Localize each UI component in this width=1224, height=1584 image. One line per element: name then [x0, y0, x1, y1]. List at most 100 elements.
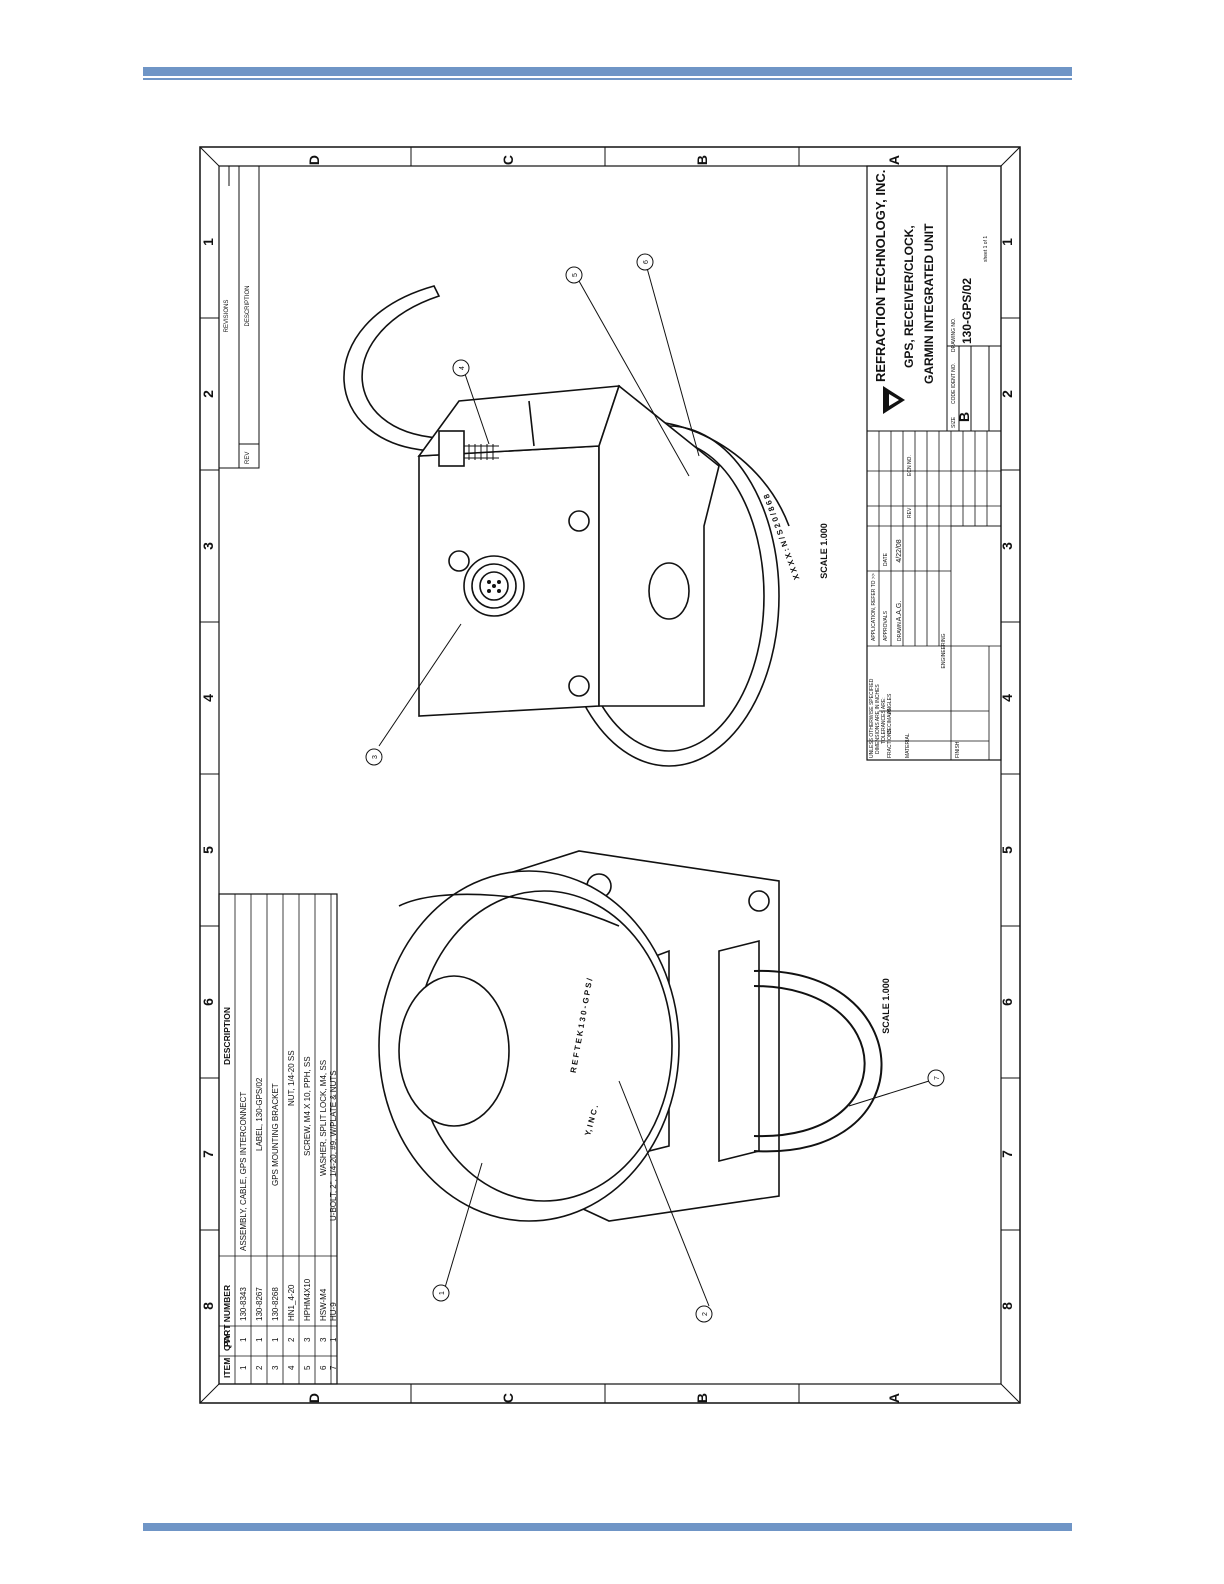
footer-rule	[143, 1523, 1072, 1531]
drawn-label: DRAWN	[897, 622, 903, 641]
decimals-label: DECIMALS	[887, 708, 893, 734]
size-label: SIZE	[951, 416, 957, 428]
leader-lines	[378, 267, 930, 1307]
zone-col-left-2: 2	[200, 390, 216, 398]
parts-header-qty: QTY	[222, 1333, 232, 1351]
zone-row-bottom-c: C	[500, 1393, 516, 1403]
company-name: REFRACTION TECHNOLOGY, INC.	[873, 170, 888, 382]
zone-col-right-4: 4	[999, 694, 1015, 702]
assembly-view-top	[343, 285, 790, 767]
parts-row-4-item: 4	[287, 1365, 296, 1370]
zone-col-left-4: 4	[200, 694, 216, 702]
balloon-3: 3	[372, 755, 379, 759]
title-block: REFRACTION TECHNOLOGY, INC. GPS, RECEIVE…	[866, 165, 1002, 761]
sheet-number: sheet 1 of 1	[983, 236, 989, 262]
balloon-2: 2	[702, 1312, 709, 1316]
zone-row-top-c: C	[500, 155, 516, 165]
zone-col-left-5: 5	[200, 846, 216, 854]
parts-row-4-desc: NUT, 1/4-20 SS	[287, 1050, 296, 1106]
parts-row-5-desc: SCREW, M4 X 10, PPH, SS	[303, 1056, 312, 1156]
parts-row-1-part: 130-8343	[239, 1287, 248, 1321]
parts-row-3-item: 3	[271, 1365, 280, 1370]
balloon-5: 5	[572, 273, 579, 277]
parts-row-5-part: HPHM4X10	[303, 1278, 312, 1321]
balloon-4: 4	[459, 366, 466, 370]
parts-row-3-desc: GPS MOUNTING BRACKET	[271, 1083, 280, 1186]
drawing-number: 130-GPS/02	[960, 278, 974, 344]
code-ident-label: CODE IDENT NO.	[951, 363, 957, 404]
zone-col-left-6: 6	[200, 998, 216, 1006]
application-note: APPLICATION, REFER TO >>	[871, 573, 877, 641]
parts-row-6-desc: WASHER, SPLIT LOCK, M4, SS	[319, 1060, 328, 1176]
assembly-view-bottom	[378, 850, 883, 1222]
revisions-description: DESCRIPTION	[245, 285, 251, 326]
parts-row-6-item: 6	[319, 1365, 328, 1370]
outer-frame	[199, 146, 1021, 1404]
finish-label: FINISH	[955, 741, 961, 758]
parts-row-5-item: 5	[303, 1365, 312, 1370]
zone-col-left-3: 3	[200, 542, 216, 550]
zone-col-right-8: 8	[999, 1302, 1015, 1310]
parts-row-3-part: 130-8268	[271, 1287, 280, 1321]
zone-col-right-5: 5	[999, 846, 1015, 854]
zone-col-right-6: 6	[999, 998, 1015, 1006]
ecn-label: ECN NO.	[907, 455, 913, 476]
frame-bevels	[199, 146, 1021, 1404]
parts-row-7-desc: U-BOLT, 2", 1/4-20, #9, W/PLATE & NUTS	[329, 1070, 338, 1221]
material-label: MATERIAL	[905, 733, 911, 758]
parts-row-7-qty: 1	[329, 1337, 338, 1342]
fractions-label: FRACTIONS	[887, 728, 893, 758]
zone-col-right-7: 7	[999, 1150, 1015, 1158]
rev-label: REV	[907, 507, 913, 518]
parts-row-2-part: 130-8267	[255, 1287, 264, 1321]
engineering-drawing-sheet: D C B A D C B A 1 2 3 4 5 6 7 8 1 2 3 4 …	[199, 146, 1021, 1404]
size-value: B	[956, 412, 972, 422]
parts-row-6-qty: 3	[319, 1337, 328, 1342]
scale-label-top: SCALE 1.000	[819, 523, 829, 579]
zone-row-bottom-d: D	[306, 1393, 322, 1403]
zone-ticks	[200, 147, 1020, 1403]
parts-row-7-part: HU-9	[329, 1302, 338, 1321]
parts-row-5-qty: 3	[303, 1337, 312, 1342]
revisions-block: REVISIONS REV DESCRIPTION	[218, 165, 260, 469]
revisions-title: REVISIONS	[224, 300, 230, 333]
parts-row-7-item: 7	[329, 1365, 338, 1370]
balloon-1: 1	[439, 1291, 446, 1295]
zone-col-right-2: 2	[999, 390, 1015, 398]
parts-header-description: DESCRIPTION	[222, 1007, 232, 1065]
dims-note: DIMENSIONS ARE IN INCHES	[875, 684, 881, 754]
parts-row-6-part: HSW-M4	[319, 1288, 328, 1321]
tolerance-note: UNLESS OTHERWISE SPECIFIED	[869, 678, 875, 758]
title-line-1: GPS, RECEIVER/CLOCK,	[902, 225, 916, 368]
parts-row-1-desc: ASSEMBLY, CABLE, GPS INTERCONNECT	[239, 1092, 248, 1251]
zone-row-bottom-a: A	[886, 1393, 902, 1403]
balloon-markers	[365, 253, 945, 1323]
parts-row-2-desc: LABEL, 130-GPS/02	[255, 1077, 264, 1151]
zone-col-right-1: 1	[999, 238, 1015, 246]
drawn-by: A.A.G.	[896, 601, 903, 622]
zone-row-top-d: D	[306, 155, 322, 165]
parts-row-2-item: 2	[255, 1365, 264, 1370]
zone-col-left-1: 1	[200, 238, 216, 246]
zone-col-right-3: 3	[999, 542, 1015, 550]
parts-header-part-number: PART NUMBER	[222, 1285, 232, 1347]
inner-frame	[218, 165, 1002, 1385]
balloon-7: 7	[934, 1076, 941, 1080]
engineering-label: ENGINEERING	[941, 633, 947, 668]
scale-label-bottom: SCALE 1.000	[881, 978, 891, 1034]
zone-col-left-7: 7	[200, 1150, 216, 1158]
header-rule	[143, 67, 1072, 76]
balloon-6: 6	[643, 260, 650, 264]
parts-row-2-qty: 1	[255, 1337, 264, 1342]
revisions-rev: REV	[245, 452, 251, 464]
zone-row-top-b: B	[694, 155, 710, 165]
parts-header-item: ITEM	[222, 1358, 232, 1378]
parts-list: ITEM QTY PART NUMBER DESCRIPTION 1 1 130…	[218, 893, 338, 1385]
zone-row-top-a: A	[886, 155, 902, 165]
title-line-2: GARMIN INTEGRATED UNIT	[922, 223, 936, 384]
approvals-label: APPROVALS	[883, 610, 889, 641]
parts-row-4-part: HN1_4-20	[287, 1284, 296, 1321]
parts-row-3-qty: 1	[271, 1337, 280, 1342]
header-rule-thin	[143, 78, 1072, 80]
date-label: DATE	[883, 552, 889, 566]
